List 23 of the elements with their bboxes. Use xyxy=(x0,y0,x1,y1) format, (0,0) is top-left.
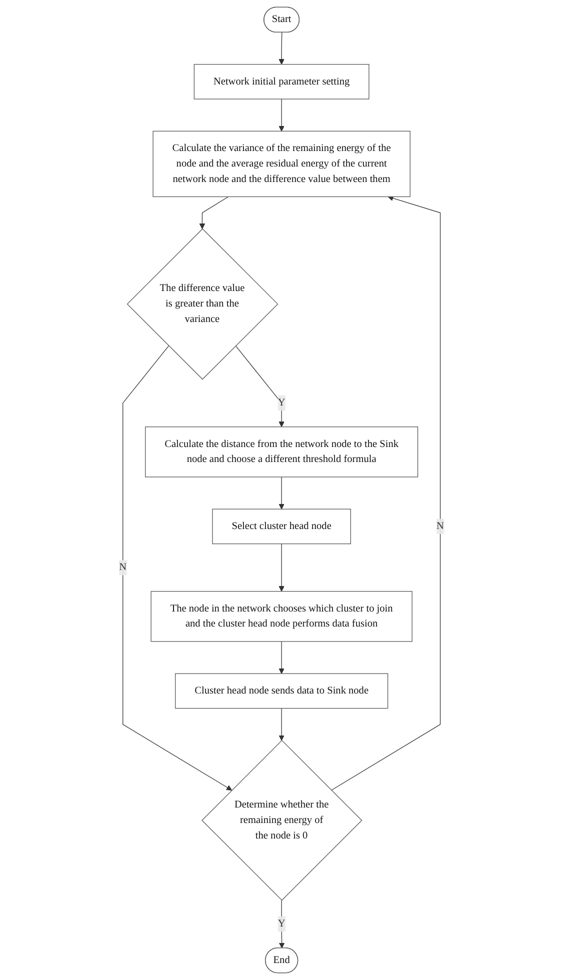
node-diamond: The difference value is greater than the variance xyxy=(127,228,279,380)
node-box: Select cluster head node xyxy=(212,508,352,544)
arrow xyxy=(279,543,285,592)
node-box: Cluster head node sends data to Sink node xyxy=(175,673,389,709)
arrow xyxy=(236,346,285,428)
edge-label: Y xyxy=(278,918,286,930)
arrow xyxy=(279,32,285,65)
arrow xyxy=(279,900,286,948)
node-box: Calculate the variance of the remaining energy of the node and the average residual energy of the current network node and the difference value between them xyxy=(153,130,411,198)
arrow xyxy=(279,476,285,510)
node-box: Network initial parameter setting xyxy=(194,64,370,100)
arrow xyxy=(122,346,232,790)
arrow xyxy=(279,98,285,132)
node-box: The node in the network chooses which cluster to join and the cluster head node performs data fusion xyxy=(151,591,413,642)
arrow xyxy=(200,196,230,230)
node-box: Calculate the distance from the network node to the Sink node and choose a different threshold formula xyxy=(145,426,419,478)
arrow xyxy=(279,708,285,741)
arrow xyxy=(331,196,442,791)
arrow xyxy=(279,641,285,674)
edge-label: N xyxy=(436,520,444,532)
edge-label: Y xyxy=(278,397,286,408)
edge-label: N xyxy=(120,562,128,573)
node-diamond: Determine whether the remaining energy of the node is 0 xyxy=(202,740,363,901)
